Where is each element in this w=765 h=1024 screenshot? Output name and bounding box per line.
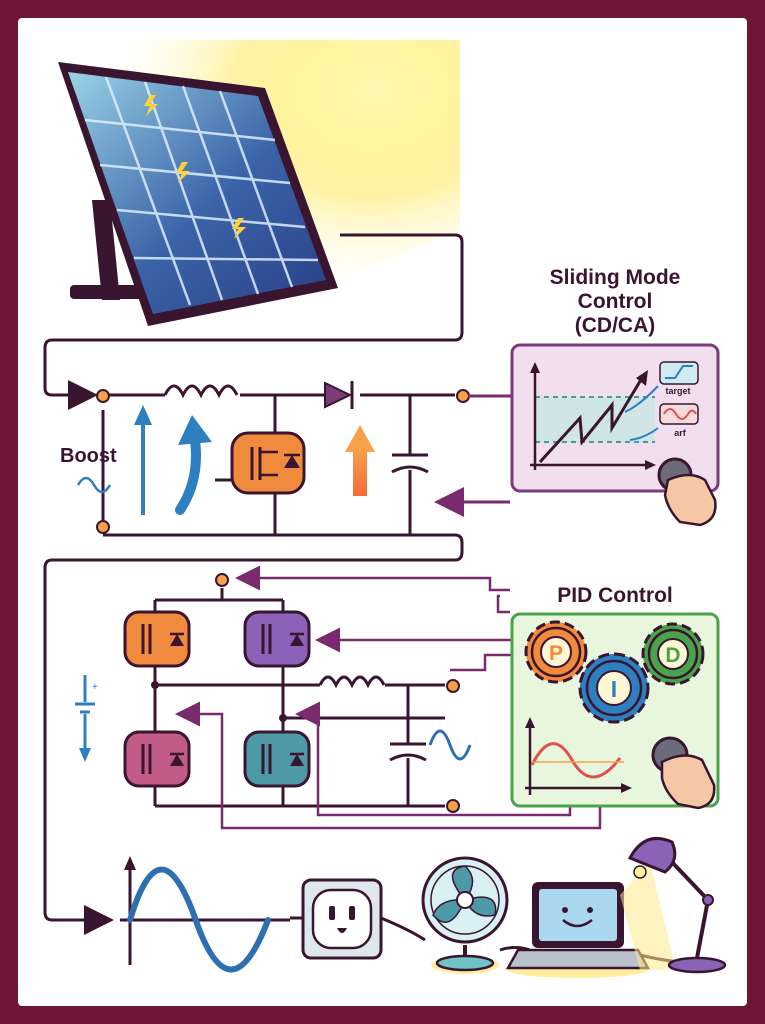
mosfet-icon: [123, 730, 191, 788]
pid-gate-wires: [175, 565, 602, 830]
svg-text:+: +: [92, 682, 98, 693]
smc-knob-icon: [657, 457, 717, 527]
inverter-ac-terminal-b: [446, 799, 460, 813]
boost-label: Boost: [60, 445, 117, 467]
solar-panel-icon: [58, 40, 460, 326]
boost-ground-terminal: [96, 520, 110, 534]
panel-to-boost-wire: [43, 233, 464, 410]
mosfet-icon: [123, 610, 191, 668]
power-outlet-icon: [301, 878, 383, 960]
hand-icon: [663, 473, 717, 527]
smc-arf-label: arf: [674, 428, 687, 438]
boost-to-inverter-wire: [43, 533, 464, 935]
pid-d-label: D: [665, 644, 680, 667]
battery-icon: +: [75, 675, 98, 762]
desk-lamp-icon: [620, 837, 727, 974]
smc-title: Sliding Mode Control (CD/CA): [550, 266, 681, 337]
smc-title-line2: Control: [578, 290, 653, 313]
filter-inductor-icon: [318, 675, 386, 689]
power-conversion-diagram: Boost Sliding Mode Control (CD/CA) targe…: [43, 40, 727, 978]
gear-icon: P: [524, 620, 588, 684]
smc-target-label: target: [665, 386, 690, 396]
inductor-icon: [163, 384, 239, 399]
smc-title-line1: Sliding Mode: [550, 266, 681, 289]
boost-input-terminal: [96, 389, 110, 403]
pid-p-label: P: [549, 642, 563, 665]
smc-title-line3: (CD/CA): [575, 314, 655, 337]
gear-icon: I: [578, 652, 650, 724]
pid-title: PID Control: [557, 584, 673, 607]
sine-wave-icon: [76, 476, 112, 494]
mosfet-icon: [243, 610, 311, 668]
inverter-ac-terminal-a: [446, 679, 460, 693]
fan-icon: [421, 856, 509, 974]
laptop-icon: [505, 882, 651, 978]
capacitor-icon: [391, 453, 429, 474]
boost-output-terminal: [456, 389, 470, 403]
filter-capacitor-icon: [389, 742, 427, 762]
ac-output-sine-icon: [428, 729, 472, 761]
gear-icon: D: [641, 622, 705, 686]
mosfet-icon: [243, 730, 311, 788]
pid-i-label: I: [611, 676, 617, 702]
mosfet-icon: [215, 431, 306, 495]
pid-knob-icon: [651, 736, 716, 810]
hand-icon: [660, 754, 716, 810]
diagram-canvas: Boost Sliding Mode Control (CD/CA) targe…: [18, 18, 747, 1006]
diode-icon: [324, 381, 354, 409]
ac-waveform-icon: [120, 856, 290, 973]
inverter-dc-terminal: [215, 573, 229, 587]
smc-panel: target arf: [510, 343, 720, 493]
